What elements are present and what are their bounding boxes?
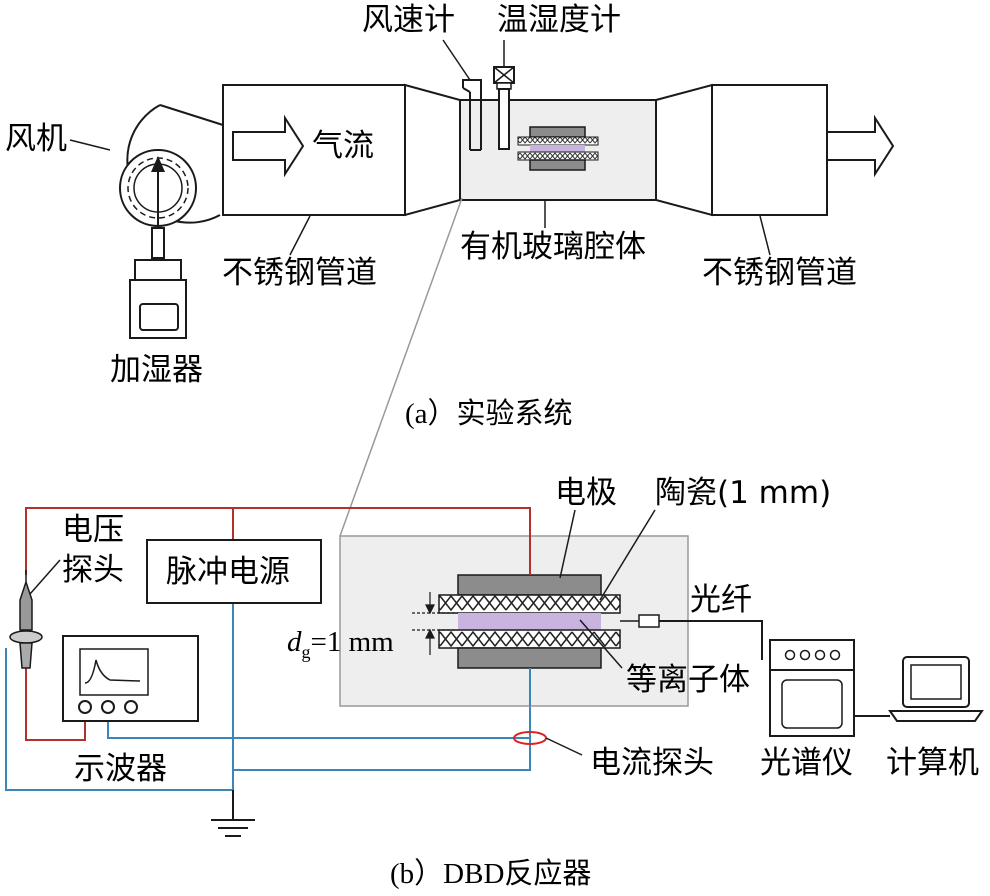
fan-leader [69,139,111,151]
voltage-probe-label-2: 探头 [62,552,124,588]
voltage-probe-label-1: 电压 [62,512,124,548]
left-pipe-label: 不锈钢管道 [222,255,377,291]
hygrometer [493,40,515,150]
hygrometer-label: 温湿度计 [497,2,621,38]
computer-icon [888,656,984,722]
outflow-arrow [826,114,895,178]
spectrometer-label: 光谱仪 [760,745,853,781]
voltage-probe-icon [9,559,61,669]
anemometer [442,39,482,151]
caption-b: (b）DBD反应器 [390,858,592,890]
right-pipe-label: 不锈钢管道 [702,255,857,291]
humidifier [129,259,187,339]
gap-label: dg=1 mm [287,626,394,662]
airflow-label: 气流 [312,128,374,164]
plasma-leader [579,619,623,669]
fan [119,104,224,259]
fan-label: 风机 [5,121,67,157]
fiber-label: 光纤 [690,582,752,618]
humidifier-label: 加湿器 [110,352,203,388]
caption-a: (a）实验系统 [405,398,573,430]
left-pipe-leader [289,215,311,256]
zoom-line [339,197,463,537]
plasma-region [458,613,601,630]
spectrometer-icon [769,639,855,737]
electrode-leader [559,509,576,579]
airflow-arrow [232,114,305,178]
anemometer-label: 风速计 [362,2,455,38]
oscilloscope-label: 示波器 [74,751,167,787]
computer-label: 计算机 [886,745,979,781]
ground-icon [211,790,255,837]
optical-fiber [620,614,763,660]
plasma-label: 等离子体 [626,662,750,698]
current-probe-label: 电流探头 [590,745,714,781]
right-pipe-leader [759,215,771,256]
electrode-top [457,574,602,596]
oscilloscope [62,635,199,722]
chamber-label: 有机玻璃腔体 [460,229,646,265]
current-probe-leader [545,737,583,756]
electrode-bottom [457,647,602,669]
pulse-power-label: 脉冲电源 [166,554,290,590]
ceramic-top [438,594,621,614]
ceramic-leader [599,509,656,601]
ceramic-bottom [438,629,621,649]
chamber [459,99,657,201]
pulse-power-box [146,539,322,604]
ceramic-label: 陶瓷(1 mm) [655,475,832,511]
left-pipe [222,83,461,217]
right-pipe [655,83,895,217]
electrode-label: 电极 [555,475,617,511]
reactor-zoom [339,508,689,707]
gap-dimension [412,592,458,655]
